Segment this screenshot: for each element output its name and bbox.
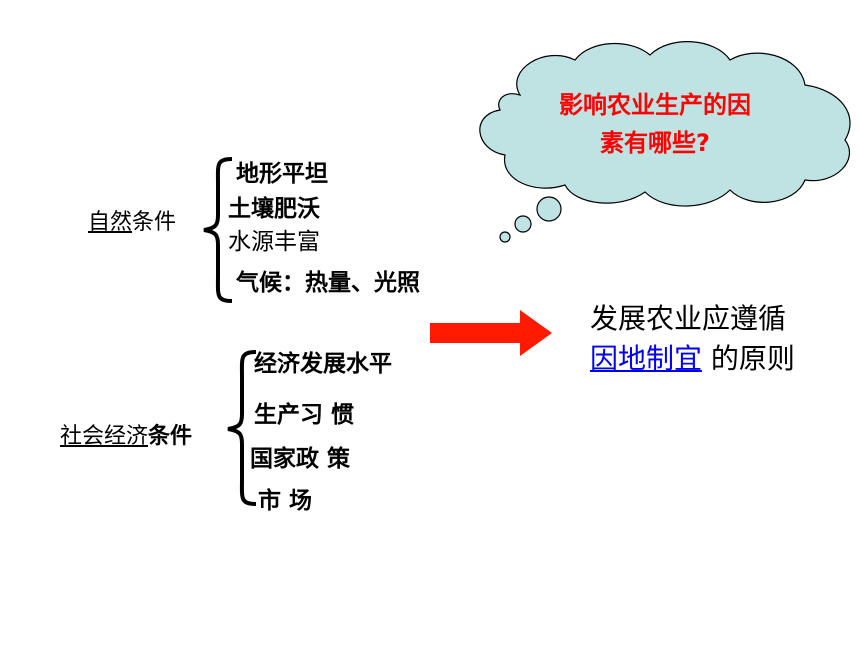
conclusion-line1: 发展农业应遵循 (590, 302, 787, 335)
natural-item-climate: 气候：热量、光照 (236, 270, 420, 296)
yindizhiyi-link[interactable]: 因地制宜 (590, 342, 703, 375)
natural-item-soil: 土壤肥沃 (228, 196, 320, 222)
social-item-economy: 经济发展水平 (254, 351, 392, 377)
cloud-question: 影响农业生产的因 素有哪些? (520, 86, 790, 162)
social-conditions-label: 社会经济条件 (60, 426, 192, 448)
social-label-suffix: 条件 (148, 424, 193, 449)
social-label-underlined: 社会经济 (60, 424, 149, 449)
right-arrow-icon (430, 310, 552, 356)
natural-item-terrain: 地形平坦 (236, 161, 328, 187)
cloud-question-line2: 素有哪些? (600, 129, 710, 157)
thought-bubble-large (536, 196, 562, 222)
social-item-policy: 国家政 策 (250, 446, 351, 472)
natural-label-underlined: 自然 (88, 210, 133, 235)
natural-label-suffix: 条件 (132, 210, 177, 235)
thought-bubble-medium (514, 215, 532, 233)
social-item-habits: 生产习 惯 (254, 402, 355, 428)
cloud-question-line1: 影响农业生产的因 (559, 91, 751, 119)
social-brace (227, 350, 257, 506)
thought-bubble-small (499, 231, 511, 243)
natural-conditions-label: 自然条件 (88, 212, 176, 234)
natural-brace (203, 157, 233, 303)
social-item-market: 市 场 (258, 488, 313, 514)
conclusion-suffix: 的原则 (702, 342, 795, 375)
natural-item-water: 水源丰富 (228, 229, 320, 255)
conclusion-line2: 因地制宜 的原则 (590, 345, 795, 373)
